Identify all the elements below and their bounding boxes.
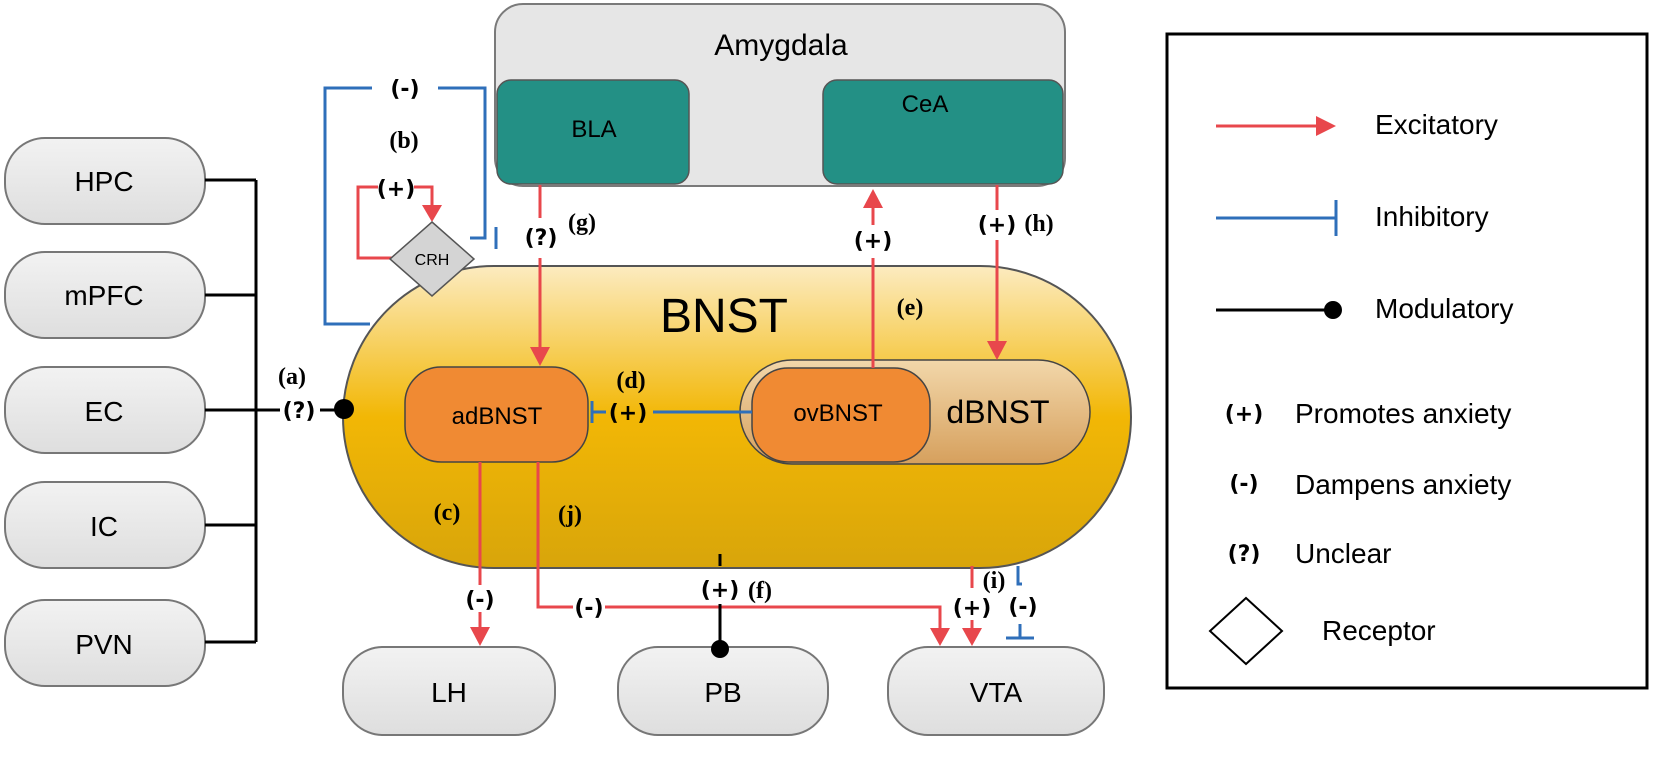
pathway-i-arrowhead xyxy=(962,628,982,646)
pathway-b-inhibit-sign: (-) xyxy=(390,77,419,102)
pathway-j-excitatory xyxy=(536,462,942,630)
legend-receptor-label: Receptor xyxy=(1322,615,1436,646)
legend-unclear-label: Unclear xyxy=(1295,538,1391,569)
legend-excitatory-label: Excitatory xyxy=(1375,109,1498,140)
pathway-c-sign: (-) xyxy=(465,588,494,613)
pathway-a-modulatory xyxy=(205,178,343,644)
bla-label: BLA xyxy=(571,116,616,143)
legend-promotes-label: Promotes anxiety xyxy=(1295,398,1511,429)
pathway-g-label: (g) xyxy=(568,210,596,236)
pathway-b-arrowhead xyxy=(422,205,442,222)
bnst-label: BNST xyxy=(660,290,788,343)
pathway-b-inhibitory-loop xyxy=(323,86,498,326)
input-label-ic: IC xyxy=(90,511,118,542)
legend-inhibitory-label: Inhibitory xyxy=(1375,201,1489,232)
dbnst-label: dBNST xyxy=(946,394,1049,430)
input-label-ec: EC xyxy=(85,396,124,427)
input-label-hpc: HPC xyxy=(74,166,133,197)
legend-unclear-symbol: (?) xyxy=(1228,542,1261,567)
legend-unclear-row: (?) Unclear xyxy=(1228,538,1392,569)
legend-excitatory-row: Excitatory xyxy=(1216,109,1498,140)
output-node-pb: PB xyxy=(617,646,829,736)
legend-modulatory-label: Modulatory xyxy=(1375,293,1514,324)
pathway-j-arrowhead xyxy=(930,628,950,646)
pathway-f-sign: (+) xyxy=(701,578,740,603)
output-label-vta: VTA xyxy=(970,677,1023,708)
output-label-lh: LH xyxy=(431,677,467,708)
pathway-e-arrowhead xyxy=(863,189,883,208)
pathway-e-sign: (+) xyxy=(854,229,893,254)
pathway-f-terminal-dot xyxy=(711,640,729,658)
input-node-mpfc: mPFC xyxy=(4,251,206,339)
input-node-ic: IC xyxy=(4,481,206,569)
pathway-h-arrowhead xyxy=(987,341,1007,360)
pathway-g-sign: (?) xyxy=(525,226,558,251)
legend-inhibitory-row: Inhibitory xyxy=(1216,200,1489,236)
pathway-h-sign: (+) xyxy=(978,213,1017,238)
pathway-j-label: (j) xyxy=(558,502,582,528)
adbnst-node: adBNST xyxy=(404,366,589,463)
cea-node: CeA xyxy=(822,79,1064,185)
input-node-pvn: PVN xyxy=(4,599,206,687)
pathway-b-label: (b) xyxy=(389,128,418,154)
pathway-b-excite-sign: (+) xyxy=(377,177,416,202)
bla-node: BLA xyxy=(496,79,690,185)
pathway-i-label: (i) xyxy=(983,568,1006,594)
input-node-hpc: HPC xyxy=(4,137,206,225)
output-node-vta: VTA xyxy=(887,646,1105,736)
pathway-c-arrowhead xyxy=(470,627,490,646)
pathway-a-sign: (?) xyxy=(283,399,316,424)
pathway-b-excitatory-loop xyxy=(356,185,434,260)
legend-dampens-symbol: (-) xyxy=(1229,472,1258,497)
legend-promotes-row: (+) Promotes anxiety xyxy=(1225,398,1512,429)
input-node-ec: EC xyxy=(4,366,206,454)
pathway-h-label: (h) xyxy=(1024,211,1053,237)
receptor-diamond-icon xyxy=(1208,596,1284,666)
pathway-f-label: (f) xyxy=(748,578,772,604)
pathway-e-label: (e) xyxy=(897,295,924,321)
crh-label: CRH xyxy=(415,252,450,269)
ovbnst-node: ovBNST xyxy=(751,367,931,463)
legend-modulatory-row: Modulatory xyxy=(1216,293,1514,324)
crh-receptor: CRH xyxy=(388,221,476,297)
pathway-i-excite-sign: (+) xyxy=(953,596,992,621)
pathway-a-label: (a) xyxy=(278,364,306,390)
legend-promotes-symbol: (+) xyxy=(1225,402,1264,427)
pathway-i-inhibit-sign: (-) xyxy=(1008,595,1037,620)
pathway-j-sign: (-) xyxy=(574,596,603,621)
legend-dampens-row: (-) Dampens anxiety xyxy=(1229,469,1511,500)
pathway-c-label: (c) xyxy=(434,500,461,526)
pathway-d-inhibitory xyxy=(590,401,752,423)
pathway-i-inhibitory xyxy=(1006,566,1034,640)
ovbnst-label: ovBNST xyxy=(793,400,883,427)
amygdala-label: Amygdala xyxy=(714,29,848,62)
pathway-g-arrowhead xyxy=(530,347,550,366)
legend-dampens-label: Dampens anxiety xyxy=(1295,469,1511,500)
input-label-mpfc: mPFC xyxy=(64,280,143,311)
legend: Excitatory Inhibitory Modulatory (+) Pro… xyxy=(1165,32,1649,690)
pathway-d-sign: (+) xyxy=(609,401,648,426)
adbnst-label: adBNST xyxy=(452,403,543,430)
legend-receptor-row: Receptor xyxy=(1208,596,1436,666)
output-node-lh: LH xyxy=(342,646,556,736)
input-label-pvn: PVN xyxy=(75,629,133,660)
cea-label: CeA xyxy=(902,91,949,118)
pathway-d-label: (d) xyxy=(616,368,645,394)
pathway-a-terminal-dot xyxy=(334,399,354,419)
output-label-pb: PB xyxy=(704,677,741,708)
